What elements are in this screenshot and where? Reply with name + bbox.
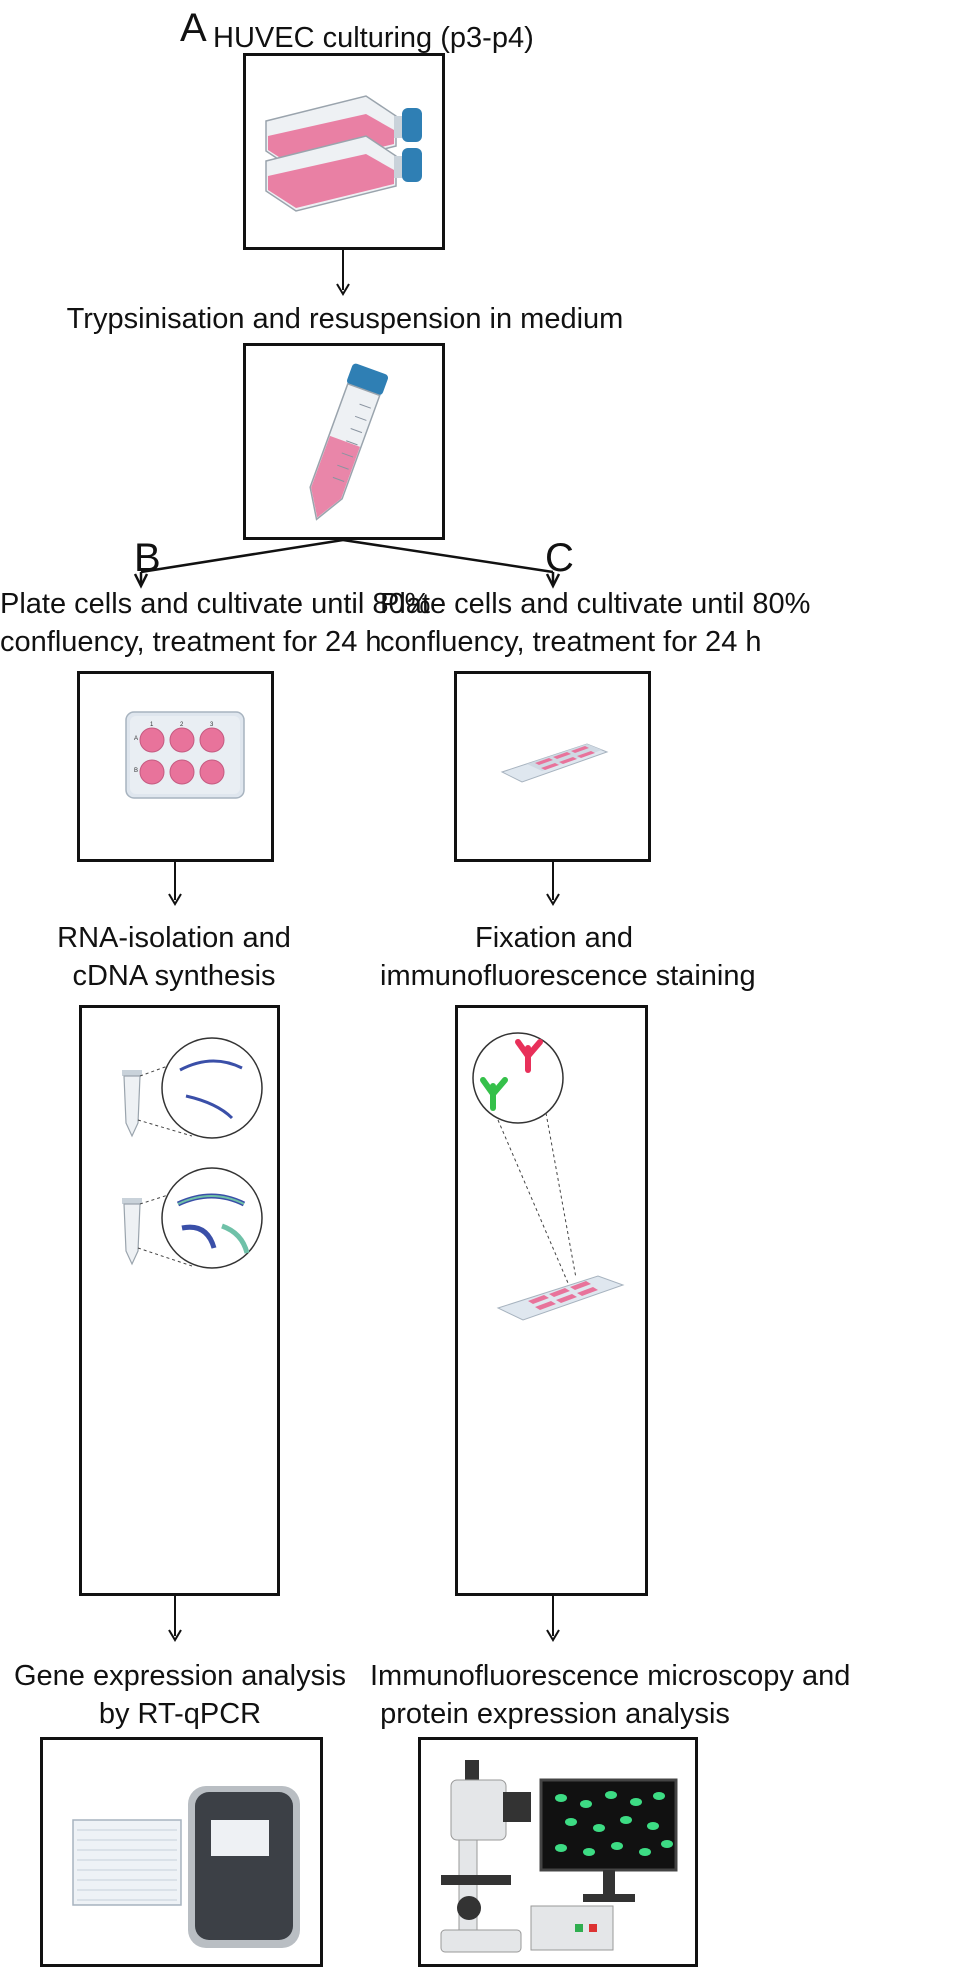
arrow-c-plate-to-fix bbox=[546, 862, 560, 906]
rna-strand-icon bbox=[179, 1059, 243, 1120]
chamber-slide-icon bbox=[500, 743, 609, 783]
antibody-staining-icon bbox=[472, 1032, 625, 1321]
arrow-b-plate-to-rna bbox=[168, 862, 182, 906]
monitor-icon bbox=[539, 1778, 678, 1902]
red-antibody-icon bbox=[515, 1039, 543, 1073]
microtube-icon bbox=[122, 1070, 142, 1138]
microtube-icon bbox=[122, 1198, 142, 1266]
step-trypsinisation-label: Trypsinisation and resuspension in mediu… bbox=[66, 303, 624, 335]
step-huvec-culturing-label: HUVEC culturing (p3-p4) bbox=[213, 22, 534, 54]
rna-isolation-box bbox=[79, 1005, 280, 1596]
step-rna-isolation-label-line2: cDNA synthesis bbox=[72, 960, 276, 992]
step-gene-expression-label-line1: Gene expression analysis bbox=[13, 1660, 347, 1692]
plate-row-b-label: B bbox=[134, 768, 138, 774]
arrow-branch-b bbox=[133, 538, 344, 589]
step-rna-isolation-label-line1: RNA-isolation and bbox=[57, 922, 291, 954]
falcon-tube-icon bbox=[309, 363, 389, 521]
arrow-rna-to-gene bbox=[168, 1596, 182, 1642]
microscope-box bbox=[418, 1737, 698, 1967]
tube-box bbox=[243, 343, 445, 540]
arrow-branch-c bbox=[342, 538, 561, 589]
step-fixation-label-line2: immunofluorescence staining bbox=[380, 960, 756, 992]
staining-box bbox=[455, 1005, 648, 1596]
pcr-plate-icon bbox=[72, 1819, 182, 1906]
plate-col-1-label: 1 bbox=[150, 722, 154, 728]
six-well-plate-box: 1 2 3 A B bbox=[77, 671, 274, 862]
plate-col-3-label: 3 bbox=[210, 722, 214, 728]
step-b-plate-label-line2: confluency, treatment for 24 h bbox=[0, 626, 382, 658]
arrow-a-to-trypsin bbox=[336, 250, 350, 296]
six-well-plate-icon: 1 2 3 A B bbox=[125, 711, 245, 799]
green-antibody-icon bbox=[480, 1077, 508, 1111]
plate-row-a-label: A bbox=[134, 736, 138, 742]
step-microscopy-label-line2: protein expression analysis bbox=[380, 1698, 730, 1730]
step-fixation-label-line1: Fixation and bbox=[475, 922, 633, 954]
microscope-icon bbox=[440, 1760, 531, 1953]
microscope-setup-icon bbox=[440, 1760, 678, 1953]
arrow-fix-to-micro bbox=[546, 1596, 560, 1642]
cdna-strand-icon bbox=[176, 1193, 250, 1254]
panel-label-a: A bbox=[180, 6, 207, 50]
controller-icon bbox=[530, 1905, 614, 1951]
plate-col-2-label: 2 bbox=[180, 722, 184, 728]
culture-flasks-icon bbox=[265, 95, 422, 212]
qpcr-machine-icon bbox=[72, 1786, 300, 1948]
qpcr-box bbox=[40, 1737, 323, 1967]
rna-cdna-icon bbox=[122, 1037, 263, 1269]
step-c-plate-label-line2: confluency, treatment for 24 h bbox=[380, 626, 762, 658]
flask-box bbox=[243, 53, 445, 250]
step-gene-expression-label-line2: by RT-qPCR bbox=[98, 1698, 262, 1730]
chamber-slide-box bbox=[454, 671, 651, 862]
chamber-slide-icon bbox=[496, 1275, 625, 1321]
